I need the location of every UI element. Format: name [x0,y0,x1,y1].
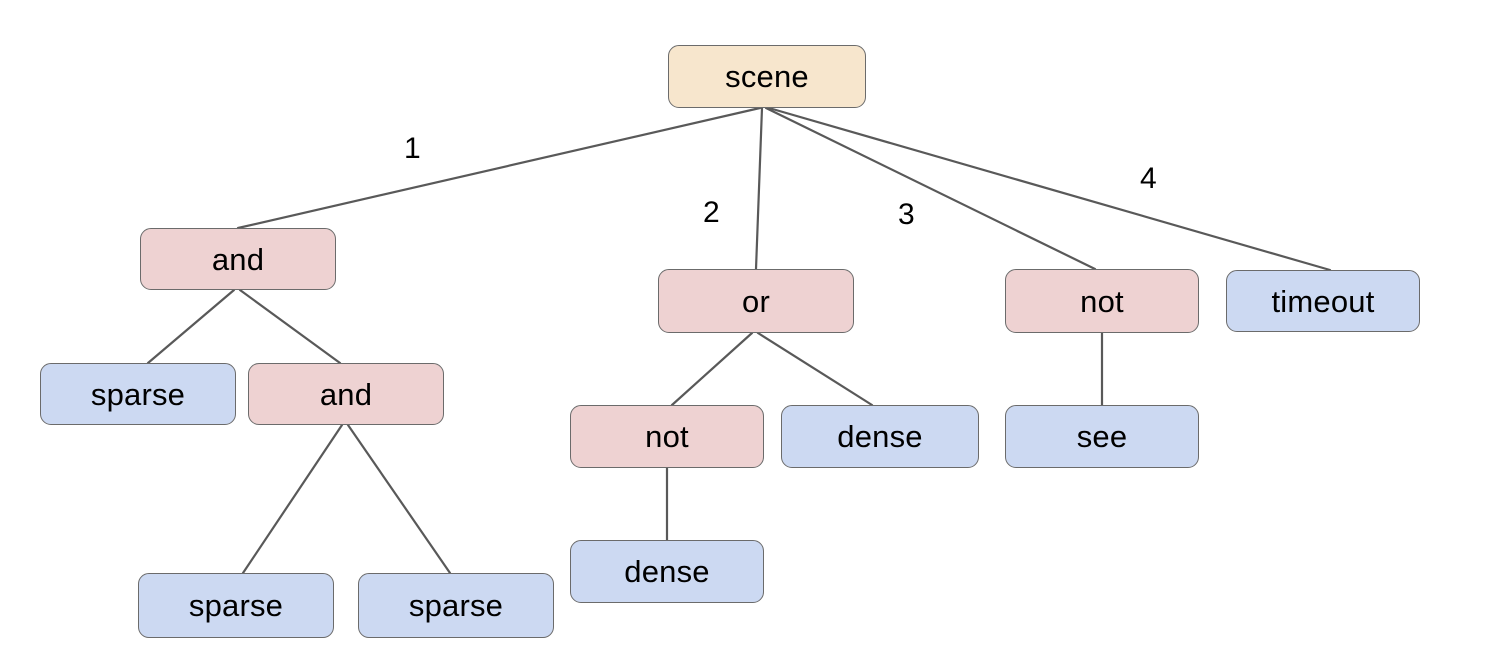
edge-label-2: 2 [703,196,720,229]
tree-node-and2[interactable]: and [248,363,444,425]
tree-node-label: dense [624,554,710,589]
tree-edge-scene-to-timeout [767,106,1332,272]
tree-edge-and1-to-and2 [238,288,342,365]
tree-edge-and1-to-sparse1 [146,288,236,365]
tree-node-not2[interactable]: not [1005,269,1199,333]
tree-node-timeout[interactable]: timeout [1226,270,1420,332]
tree-edge-and2-to-sparse2 [241,423,344,575]
tree-node-sparse1[interactable]: sparse [40,363,236,425]
tree-node-dense2[interactable]: dense [570,540,764,603]
tree-node-scene[interactable]: scene [668,45,866,108]
tree-node-label: sparse [188,588,284,623]
tree-edge-or1-to-dense1 [756,331,874,407]
tree-edge-scene-to-not2 [764,106,1097,271]
tree-edge-scene-to-or1 [754,106,764,271]
tree-node-see1[interactable]: see [1005,405,1199,468]
tree-node-label: timeout [1271,283,1375,319]
tree-node-label: see [1076,419,1128,454]
tree-node-sparse2[interactable]: sparse [138,573,334,638]
tree-node-label: or [742,283,770,319]
tree-node-label: sparse [90,376,186,412]
tree-edge-and2-to-sparse3 [346,423,452,575]
edge-label-1: 1 [404,132,421,165]
tree-node-label: sparse [408,588,504,623]
tree-edge-scene-to-and1 [236,106,762,230]
tree-edge-or1-to-not1 [670,331,754,407]
tree-node-not1[interactable]: not [570,405,764,468]
tree-node-label: and [211,241,265,277]
tree-node-or1[interactable]: or [658,269,854,333]
edge-label-3: 3 [898,198,915,231]
tree-node-label: not [645,419,689,454]
tree-node-label: and [319,376,373,412]
tree-node-sparse3[interactable]: sparse [358,573,554,638]
tree-node-label: dense [837,419,923,454]
tree-node-label: not [1080,283,1124,319]
edge-label-4: 4 [1140,162,1157,195]
tree-node-dense1[interactable]: dense [781,405,979,468]
tree-node-label: scene [725,59,809,94]
tree-node-and1[interactable]: and [140,228,336,290]
